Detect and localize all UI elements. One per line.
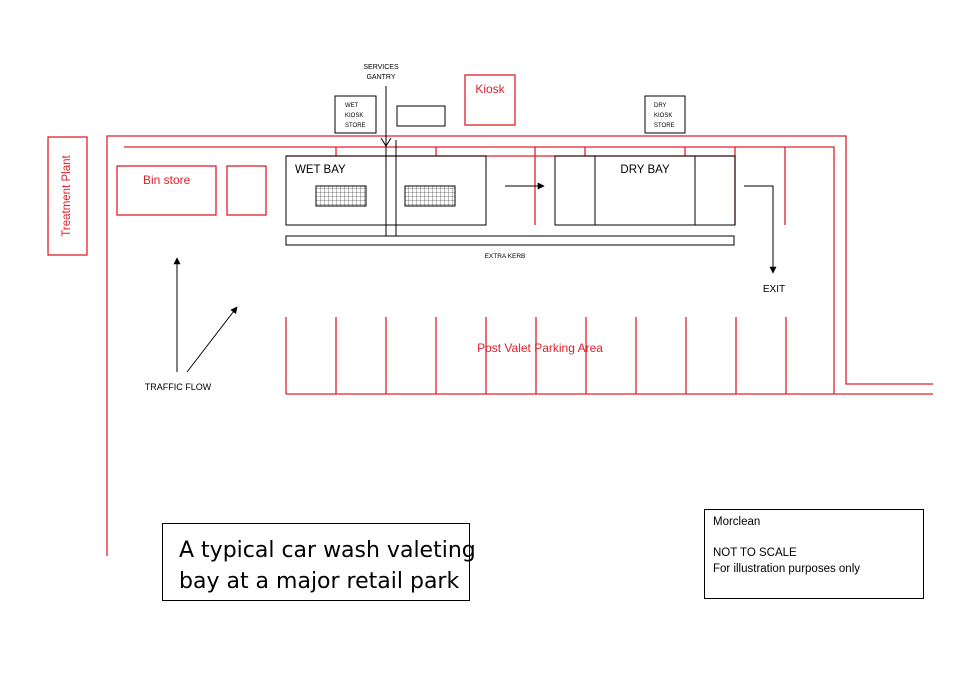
wet-bay-label: WET BAY <box>295 164 346 176</box>
traffic-flow-label: TRAFFIC FLOW <box>145 382 212 392</box>
inner-road-boundary <box>124 146 835 394</box>
exit-label: EXIT <box>763 284 785 295</box>
caption-line-1: A typical car wash valeting <box>179 538 476 563</box>
bin-store-annex <box>226 165 267 216</box>
dry-bay-label: DRY BAY <box>620 164 670 176</box>
services-gantry-label-2: GANTRY <box>366 74 395 81</box>
wet-kiosk-store-box <box>334 95 377 134</box>
wet-bay-drain-left <box>315 185 367 207</box>
outer-road-boundary <box>106 135 933 556</box>
wet-kiosk-store-label-2: KIOSK <box>345 113 363 119</box>
treatment-plant-box <box>47 136 88 256</box>
caption-line-2: bay at a major retail park <box>179 569 460 594</box>
dry-kiosk-store-box <box>644 95 686 134</box>
company-name: Morclean <box>713 516 761 528</box>
notes-box: Morclean NOT TO SCALE For illustration p… <box>704 509 924 599</box>
bin-store-box <box>116 165 217 216</box>
kiosk-box <box>464 74 516 126</box>
services-gantry-label-1: SERVICES <box>363 64 399 71</box>
dry-kiosk-store-label-3: STORE <box>654 123 675 129</box>
scale-note: NOT TO SCALE <box>713 547 797 559</box>
kiosk-label: Kiosk <box>475 82 505 96</box>
treatment-plant-label: Treatment Plant <box>61 155 73 237</box>
extra-kerb-label: EXTRA KERB <box>485 253 526 260</box>
wet-kiosk-store-label-3: STORE <box>345 123 366 129</box>
gantry-store-box <box>396 105 446 127</box>
wet-bay-drain-right <box>404 185 456 207</box>
exit-arrow <box>744 185 777 274</box>
dry-kiosk-store-label-1: DRY <box>654 103 667 109</box>
purpose-note: For illustration purposes only <box>713 563 861 575</box>
bin-store-label: Bin store <box>143 173 191 187</box>
dry-bay-box <box>554 155 736 226</box>
dry-kiosk-store-label-2: KIOSK <box>654 113 672 119</box>
wet-kiosk-store-label-1: WET <box>345 103 359 109</box>
traffic-flow-arrow-diagonal <box>186 306 238 373</box>
caption-box: A typical car wash valeting bay at a maj… <box>162 523 476 601</box>
extra-kerb-bar <box>285 235 735 246</box>
post-valet-parking-label: Post Valet Parking Area <box>477 341 603 355</box>
